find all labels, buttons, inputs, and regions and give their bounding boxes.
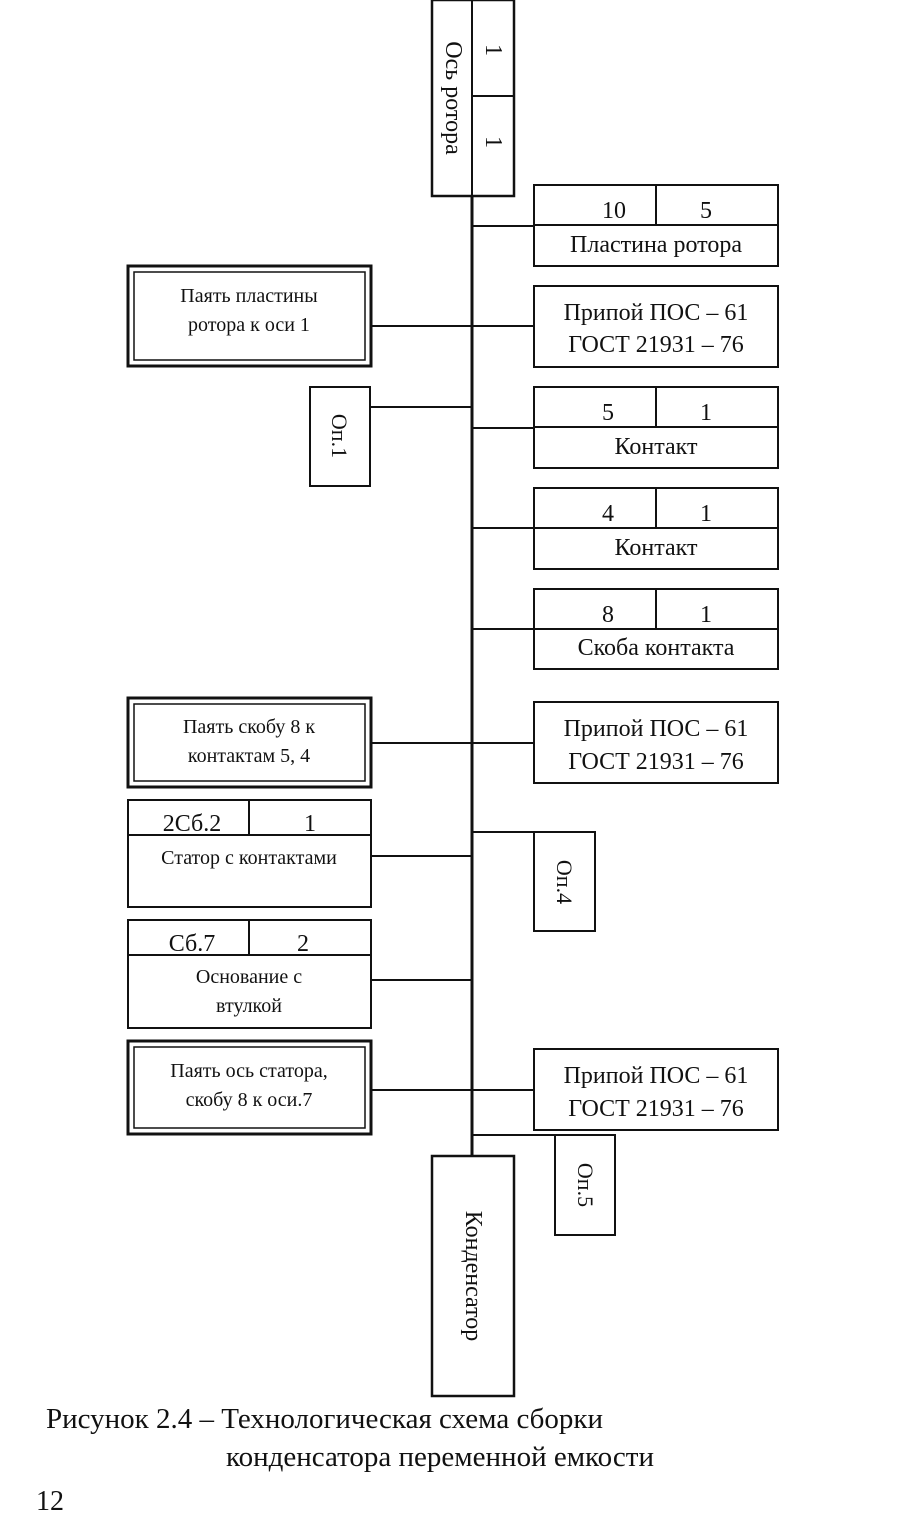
- capacitor-label: Конденсатор: [460, 1211, 486, 1342]
- part-number: 8: [602, 602, 614, 628]
- part-contact-4: 4 1 Контакт: [472, 487, 779, 570]
- part-name: Скоба контакта: [578, 635, 735, 661]
- part-number: 4: [602, 501, 614, 527]
- op5-label: Оп.5: [573, 1163, 598, 1207]
- op4-box: Оп.4: [533, 831, 596, 932]
- part-number: 2Сб.2: [163, 811, 222, 837]
- rotor-axis-num1: 1: [480, 44, 506, 56]
- part-name: Статор с контактами: [161, 847, 337, 869]
- solder-line1: Припой ПОС – 61: [564, 716, 749, 742]
- part-name: Контакт: [615, 535, 698, 561]
- part-base: Сб.7 2 Основание с втулкой: [127, 919, 372, 1029]
- rotor-axis-box: Ось ротора 1 1: [430, 0, 516, 198]
- part-rotor-plate: 10 5 Пластина ротора: [472, 184, 779, 267]
- part-stator: 2Сб.2 1 Статор с контактами: [127, 799, 372, 908]
- part-quantity: 1: [700, 501, 712, 527]
- solder-line2: ГОСТ 21931 – 76: [568, 1096, 744, 1122]
- figure-caption: Рисунок 2.4 – Технологическая схема сбор…: [46, 1400, 654, 1476]
- part-contact-5: 5 1 Контакт: [472, 386, 779, 469]
- part-quantity: 1: [700, 602, 712, 628]
- part-number: Сб.7: [169, 931, 216, 957]
- part-quantity: 2: [297, 931, 309, 957]
- op1-box: Оп.1: [309, 386, 371, 487]
- operation-text-line1: Паять скобу 8 к: [183, 716, 315, 738]
- op5-box: Оп.5: [554, 1134, 616, 1236]
- solder-line1: Припой ПОС – 61: [564, 300, 749, 326]
- part-name-line2: втулкой: [216, 995, 282, 1017]
- part-name: Пластина ротора: [570, 232, 742, 258]
- operation-text-line2: скобу 8 к оси.7: [186, 1089, 313, 1111]
- rotor-axis-label: Ось ротора: [440, 41, 466, 155]
- part-name-line1: Основание с: [196, 966, 302, 988]
- solder-line1: Припой ПОС – 61: [564, 1063, 749, 1089]
- part-number: 10: [602, 198, 626, 224]
- rotor-axis-num2: 1: [480, 136, 506, 148]
- op4-label: Оп.4: [552, 860, 577, 904]
- capacitor-box: Конденсатор: [430, 1154, 516, 1398]
- part-quantity: 1: [700, 400, 712, 426]
- page-number: 12: [36, 1486, 64, 1517]
- op1-label: Оп.1: [327, 414, 352, 458]
- operation-text-line1: Паять ось статора,: [170, 1060, 327, 1082]
- solder-line2: ГОСТ 21931 – 76: [568, 332, 744, 358]
- caption-line1: Рисунок 2.4 – Технологическая схема сбор…: [46, 1403, 604, 1435]
- part-name: Контакт: [615, 434, 698, 460]
- operation-text-line2: ротора к оси 1: [188, 314, 310, 336]
- solder-box-1: Припой ПОС – 61 ГОСТ 21931 – 76: [533, 285, 779, 368]
- assembly-diagram: Ось ротора 1 1 10 5 Пластина ротора Паят…: [126, 0, 779, 1398]
- part-quantity: 1: [304, 811, 316, 837]
- solder-box-3: Припой ПОС – 61 ГОСТ 21931 – 76: [533, 1048, 779, 1131]
- part-contact-bracket: 8 1 Скоба контакта: [472, 588, 779, 670]
- part-number: 5: [602, 400, 614, 426]
- operation-solder-rotor-plates: Паять пластины ротора к оси 1: [126, 264, 373, 368]
- operation-text-line1: Паять пластины: [180, 285, 317, 307]
- operation-solder-stator-axis: Паять ось статора, скобу 8 к оси.7: [126, 1039, 373, 1136]
- solder-line2: ГОСТ 21931 – 76: [568, 749, 744, 775]
- solder-box-2: Припой ПОС – 61 ГОСТ 21931 – 76: [533, 701, 779, 784]
- part-quantity: 5: [700, 198, 712, 224]
- operation-text-line2: контактам 5, 4: [188, 745, 310, 767]
- caption-line2: конденсатора переменной емкости: [226, 1441, 654, 1473]
- operation-solder-bracket: Паять скобу 8 к контактам 5, 4: [126, 696, 373, 789]
